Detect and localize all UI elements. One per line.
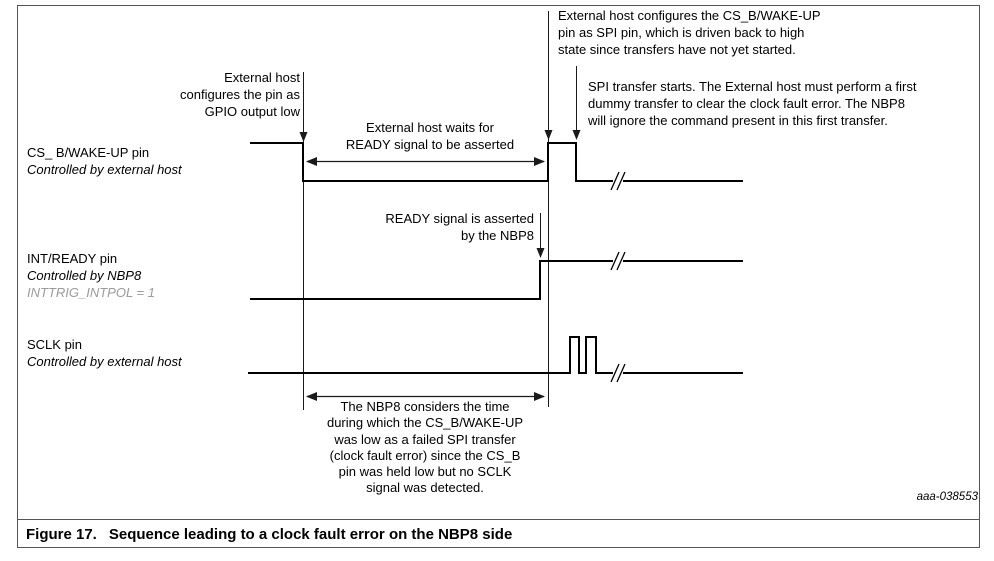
- signal-sub-cs-wakeup: Controlled by external host: [27, 162, 182, 177]
- signal-name-int-ready: INT/READY pin: [27, 251, 118, 266]
- arrowhead-right-icon: [534, 157, 545, 166]
- figure-frame: [17, 5, 980, 548]
- arrowhead-down-icon: [544, 130, 553, 140]
- annotation-wait-ready: External host waits for READY signal to …: [345, 120, 515, 152]
- int-ready-waveform: [250, 260, 743, 300]
- measure-arrows: [306, 157, 545, 401]
- arrowhead-left-icon: [306, 392, 317, 401]
- annotation-clock-fault: The NBP8 considers the time during which…: [326, 399, 524, 496]
- signal-sub-int-ready: Controlled by NBP8: [27, 268, 142, 283]
- cs-break-marker-icon: [610, 171, 626, 191]
- signal-name-cs-wakeup: CS_ B/WAKE-UP pin: [27, 145, 150, 160]
- sclk-waveform: [248, 336, 743, 374]
- annotation-gpio-low: External host configures the pin as GPIO…: [180, 70, 300, 119]
- int-break-marker-icon: [610, 251, 626, 271]
- event-lines: [303, 11, 577, 410]
- signal-sub-sclk: Controlled by external host: [27, 354, 182, 369]
- figure-caption: Figure 17. Sequence leading to a clock f…: [17, 519, 980, 548]
- signal-note-inttrig-intpol: INTTRIG_INTPOL = 1: [27, 285, 155, 300]
- arrowhead-down-icon: [572, 130, 581, 140]
- arrowhead-right-icon: [534, 392, 545, 401]
- event-arrowheads: [299, 130, 581, 258]
- cs-wakeup-waveform: [250, 142, 743, 182]
- sclk-break-marker-icon: [610, 363, 626, 383]
- figure-caption-label: Figure 17.: [26, 525, 97, 543]
- annotation-spi-start: SPI transfer starts. The External host m…: [588, 79, 917, 128]
- figure-caption-title: Sequence leading to a clock fault error …: [108, 525, 513, 543]
- arrowhead-down-icon: [299, 132, 308, 142]
- arrowhead-down-icon: [536, 248, 545, 258]
- annotation-ready-asserted: READY signal is asserted by the NBP8: [385, 211, 534, 243]
- figure-reference-code: aaa-038553: [916, 491, 978, 503]
- signal-name-sclk: SCLK pin: [27, 337, 82, 352]
- annotation-config-spi: External host configures the CS_B/WAKE-U…: [558, 8, 821, 57]
- arrowhead-left-icon: [306, 157, 317, 166]
